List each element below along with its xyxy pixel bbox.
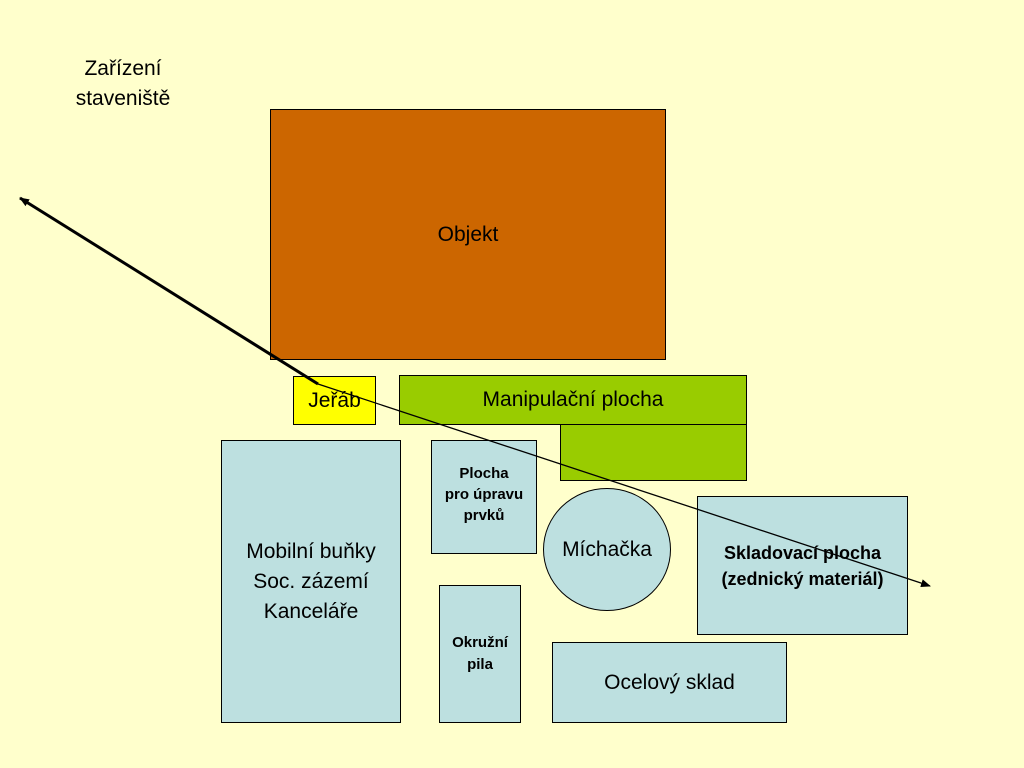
- circular-saw-label: Okružní pila: [452, 634, 508, 673]
- circular-saw-box: Okružní pila: [439, 585, 521, 723]
- handling-area-extension-box: [560, 424, 747, 481]
- concrete-mixer-label: Míchačka: [562, 537, 652, 561]
- building-object-label: Objekt: [437, 222, 499, 246]
- handling-area-box: Manipulační plocha: [399, 375, 747, 425]
- concrete-mixer-circle: Míchačka: [543, 488, 671, 611]
- storage-area-box: Skladovací plocha (zednický materiál): [697, 496, 908, 635]
- steel-storage-label: Ocelový sklad: [604, 670, 735, 694]
- crane-box: Jeřáb: [293, 376, 376, 425]
- diagram-title: Zařízení staveniště: [75, 57, 171, 110]
- storage-area-label: Skladovací plocha (zednický materiál): [721, 542, 884, 589]
- mobile-units-label: Mobilní buňky Soc. zázemí Kanceláře: [246, 539, 376, 623]
- crane-reach-arrow-left: [19, 196, 319, 386]
- handling-area-label: Manipulační plocha: [482, 388, 664, 411]
- element-preparation-area-box: Plocha pro úpravu prvků: [431, 440, 537, 554]
- steel-storage-box: Ocelový sklad: [552, 642, 787, 723]
- mobile-units-box: Mobilní buňky Soc. zázemí Kanceláře: [221, 440, 401, 723]
- element-preparation-area-label: Plocha pro úpravu prvků: [444, 465, 524, 524]
- building-object-box: Objekt: [270, 109, 666, 360]
- crane-reach-arrow-right: [317, 383, 931, 587]
